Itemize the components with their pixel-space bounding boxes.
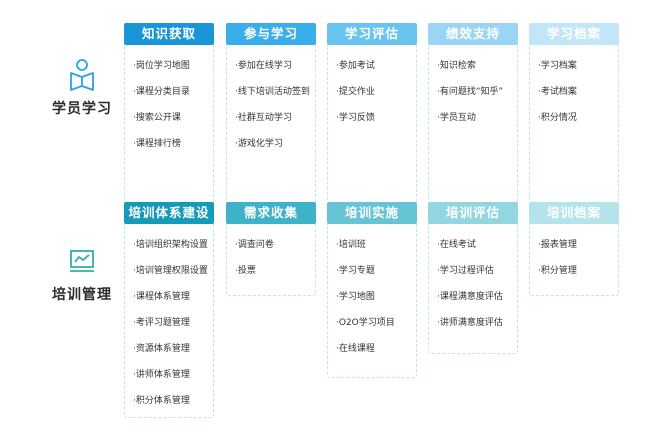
list-item: ·知识检索	[437, 61, 476, 71]
column-knowledge-acquisition: 知识获取 ·岗位学习地图 ·课程分类目录 ·搜索公开课 ·课程排行榜	[124, 23, 214, 203]
column-body: ·岗位学习地图 ·课程分类目录 ·搜索公开课 ·课程排行榜	[124, 45, 214, 203]
column-learning-evaluation: 学习评估 ·参加考试 ·提交作业 ·学习反馈	[327, 23, 417, 203]
list-item: ·搜索公开课	[133, 113, 181, 123]
list-item: ·线下培训活动签到	[235, 87, 310, 97]
list-item: ·学习反馈	[336, 113, 375, 123]
column-header: 绩效支持	[428, 23, 518, 45]
column-body: ·培训班 ·学习专题 ·学习地图 ·O2O学习项目 ·在线课程	[327, 224, 417, 378]
list-item: ·学习地图	[336, 292, 375, 302]
list-item: ·参加在线学习	[235, 61, 292, 71]
column-header: 培训档案	[529, 202, 619, 224]
list-item: ·考评习题管理	[133, 318, 190, 328]
column-body: ·参加考试 ·提交作业 ·学习反馈	[327, 45, 417, 203]
list-item: ·课程满意度评估	[437, 292, 503, 302]
column-training-implementation: 培训实施 ·培训班 ·学习专题 ·学习地图 ·O2O学习项目 ·在线课程	[327, 202, 417, 378]
column-performance-support: 绩效支持 ·知识检索 ·有问题找“知乎” ·学员互动	[428, 23, 518, 203]
row-label-student-learning: 学员学习	[32, 58, 132, 118]
list-item: ·社群互动学习	[235, 113, 292, 123]
column-body: ·调查问卷 ·投票	[226, 224, 316, 296]
reading-person-icon	[70, 59, 94, 91]
column-training-evaluation: 培训评估 ·在线考试 ·学习过程评估 ·课程满意度评估 ·讲师满意度评估	[428, 202, 518, 354]
row-label-training-management: 培训管理	[32, 248, 132, 304]
column-body: ·报表管理 ·积分管理	[529, 224, 619, 296]
list-item: ·考试档案	[538, 87, 577, 97]
column-body: ·在线考试 ·学习过程评估 ·课程满意度评估 ·讲师满意度评估	[428, 224, 518, 354]
column-header: 培训实施	[327, 202, 417, 224]
column-header: 参与学习	[226, 23, 316, 45]
list-item: ·培训班	[336, 240, 366, 250]
list-item: ·积分管理	[538, 266, 577, 276]
list-item: ·报表管理	[538, 240, 577, 250]
list-item: ·学习过程评估	[437, 266, 494, 276]
list-item: ·积分情况	[538, 113, 577, 123]
list-item: ·有问题找“知乎”	[437, 87, 504, 97]
column-training-system-building: 培训体系建设 ·培训组织架构设置 ·培训管理权限设置 ·课程体系管理 ·考评习题…	[124, 202, 214, 418]
list-item: ·参加考试	[336, 61, 375, 71]
column-body: ·培训组织架构设置 ·培训管理权限设置 ·课程体系管理 ·考评习题管理 ·资源体…	[124, 224, 214, 418]
list-item: ·积分体系管理	[133, 396, 190, 406]
column-body: ·学习档案 ·考试档案 ·积分情况	[529, 45, 619, 203]
list-item: ·O2O学习项目	[336, 318, 395, 328]
list-item: ·调查问卷	[235, 240, 274, 250]
row-label-text: 培训管理	[52, 287, 112, 303]
column-header: 需求收集	[226, 202, 316, 224]
list-item: ·课程排行榜	[133, 139, 181, 149]
list-item: ·游戏化学习	[235, 139, 283, 149]
column-training-archive: 培训档案 ·报表管理 ·积分管理	[529, 202, 619, 296]
chart-board-icon	[70, 250, 94, 272]
list-item: ·培训组织架构设置	[133, 240, 208, 250]
column-header: 学习档案	[529, 23, 619, 45]
list-item: ·提交作业	[336, 87, 375, 97]
list-item: ·课程体系管理	[133, 292, 190, 302]
list-item: ·岗位学习地图	[133, 61, 190, 71]
list-item: ·学习档案	[538, 61, 577, 71]
column-needs-collection: 需求收集 ·调查问卷 ·投票	[226, 202, 316, 296]
column-header: 学习评估	[327, 23, 417, 45]
list-item: ·课程分类目录	[133, 87, 190, 97]
column-participate-learning: 参与学习 ·参加在线学习 ·线下培训活动签到 ·社群互动学习 ·游戏化学习	[226, 23, 316, 203]
column-header: 培训体系建设	[124, 202, 214, 224]
column-header: 培训评估	[428, 202, 518, 224]
list-item: ·学员互动	[437, 113, 476, 123]
list-item: ·在线考试	[437, 240, 476, 250]
list-item: ·讲师体系管理	[133, 370, 190, 380]
column-body: ·知识检索 ·有问题找“知乎” ·学员互动	[428, 45, 518, 203]
row-label-text: 学员学习	[52, 101, 112, 117]
column-learning-archive: 学习档案 ·学习档案 ·考试档案 ·积分情况	[529, 23, 619, 203]
column-header: 知识获取	[124, 23, 214, 45]
list-item: ·投票	[235, 266, 256, 276]
list-item: ·资源体系管理	[133, 344, 190, 354]
column-body: ·参加在线学习 ·线下培训活动签到 ·社群互动学习 ·游戏化学习	[226, 45, 316, 203]
list-item: ·在线课程	[336, 344, 375, 354]
list-item: ·讲师满意度评估	[437, 318, 503, 328]
list-item: ·培训管理权限设置	[133, 266, 208, 276]
list-item: ·学习专题	[336, 266, 375, 276]
